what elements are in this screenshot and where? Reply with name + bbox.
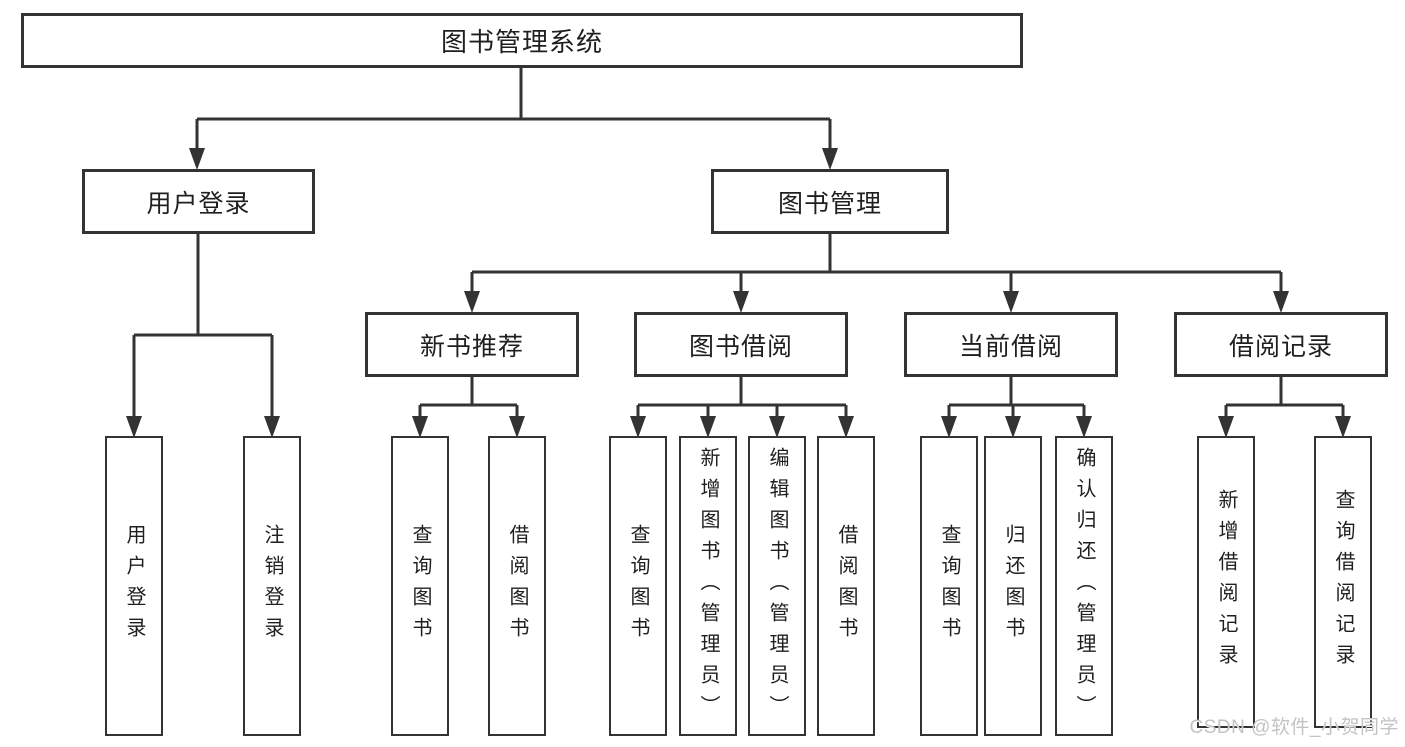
node-library-management-system: 图书管理系统: [21, 13, 1023, 68]
arrowhead-icons: [126, 148, 1351, 438]
node-label: 查询图书: [938, 524, 960, 648]
node-label: 用户登录: [146, 189, 251, 218]
node-label: 当前借阅: [958, 332, 1063, 361]
leaf-recommend-borrow-books: 借阅图书: [488, 436, 546, 736]
node-label: 编辑图书（管理员）: [766, 446, 788, 726]
node-label: 确认归还（管理员）: [1073, 446, 1095, 726]
leaf-user-login: 用户登录: [105, 436, 163, 736]
node-new-book-recommend: 新书推荐: [365, 312, 579, 377]
watermark: CSDN @软件_小贺同学: [1189, 717, 1399, 738]
node-label: 借阅图书: [506, 524, 528, 648]
node-user-login: 用户登录: [82, 169, 315, 234]
node-book-management: 图书管理: [711, 169, 949, 234]
node-label: 新书推荐: [419, 332, 524, 361]
connector-stroke-paths: [132, 68, 1345, 420]
node-current-borrowing: 当前借阅: [904, 312, 1118, 377]
node-label: 注销登录: [261, 524, 283, 648]
node-label: 用户登录: [123, 524, 145, 648]
leaf-records-add-record: 新增借阅记录: [1197, 436, 1255, 728]
leaf-current-return-books: 归还图书: [984, 436, 1042, 736]
node-label: 新增图书（管理员）: [697, 446, 719, 726]
node-label: 图书管理系统: [440, 27, 603, 57]
leaf-current-confirm-return-admin: 确认归还（管理员）: [1055, 436, 1113, 736]
node-label: 查询借阅记录: [1332, 489, 1354, 675]
node-label: 查询图书: [409, 524, 431, 648]
leaf-recommend-query-books: 查询图书: [391, 436, 449, 736]
node-borrowing-records: 借阅记录: [1174, 312, 1388, 377]
node-book-borrowing: 图书借阅: [634, 312, 848, 377]
node-label: 归还图书: [1002, 524, 1024, 648]
node-label: 借阅图书: [835, 524, 857, 648]
leaf-logout: 注销登录: [243, 436, 301, 736]
node-label: 借阅记录: [1228, 332, 1333, 361]
leaf-borrowing-borrow-books: 借阅图书: [817, 436, 875, 736]
leaf-borrowing-edit-books-admin: 编辑图书（管理员）: [748, 436, 806, 736]
leaf-borrowing-query-books: 查询图书: [609, 436, 667, 736]
leaf-current-query-books: 查询图书: [920, 436, 978, 736]
node-label: 查询图书: [627, 524, 649, 648]
leaf-records-query-record: 查询借阅记录: [1314, 436, 1372, 728]
node-label: 图书借阅: [688, 332, 793, 361]
node-label: 图书管理: [777, 189, 882, 218]
leaf-borrowing-add-books-admin: 新增图书（管理员）: [679, 436, 737, 736]
node-label: 新增借阅记录: [1215, 489, 1237, 675]
